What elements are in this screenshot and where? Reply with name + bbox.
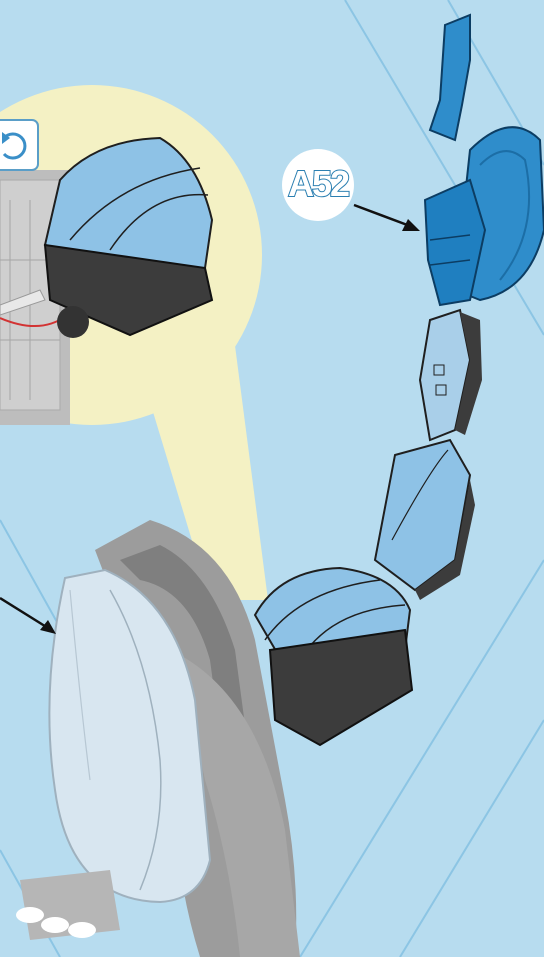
step-label-wrap: A52	[281, 152, 355, 216]
shoulder-piece	[255, 568, 412, 745]
upper-arm	[375, 440, 475, 600]
rotate-badge-box	[0, 120, 38, 170]
forearm	[420, 310, 482, 440]
gray-foot	[16, 870, 120, 940]
part-label: A52	[288, 163, 348, 205]
label-arrow-icon	[354, 205, 420, 231]
new-part-a52	[425, 15, 544, 305]
